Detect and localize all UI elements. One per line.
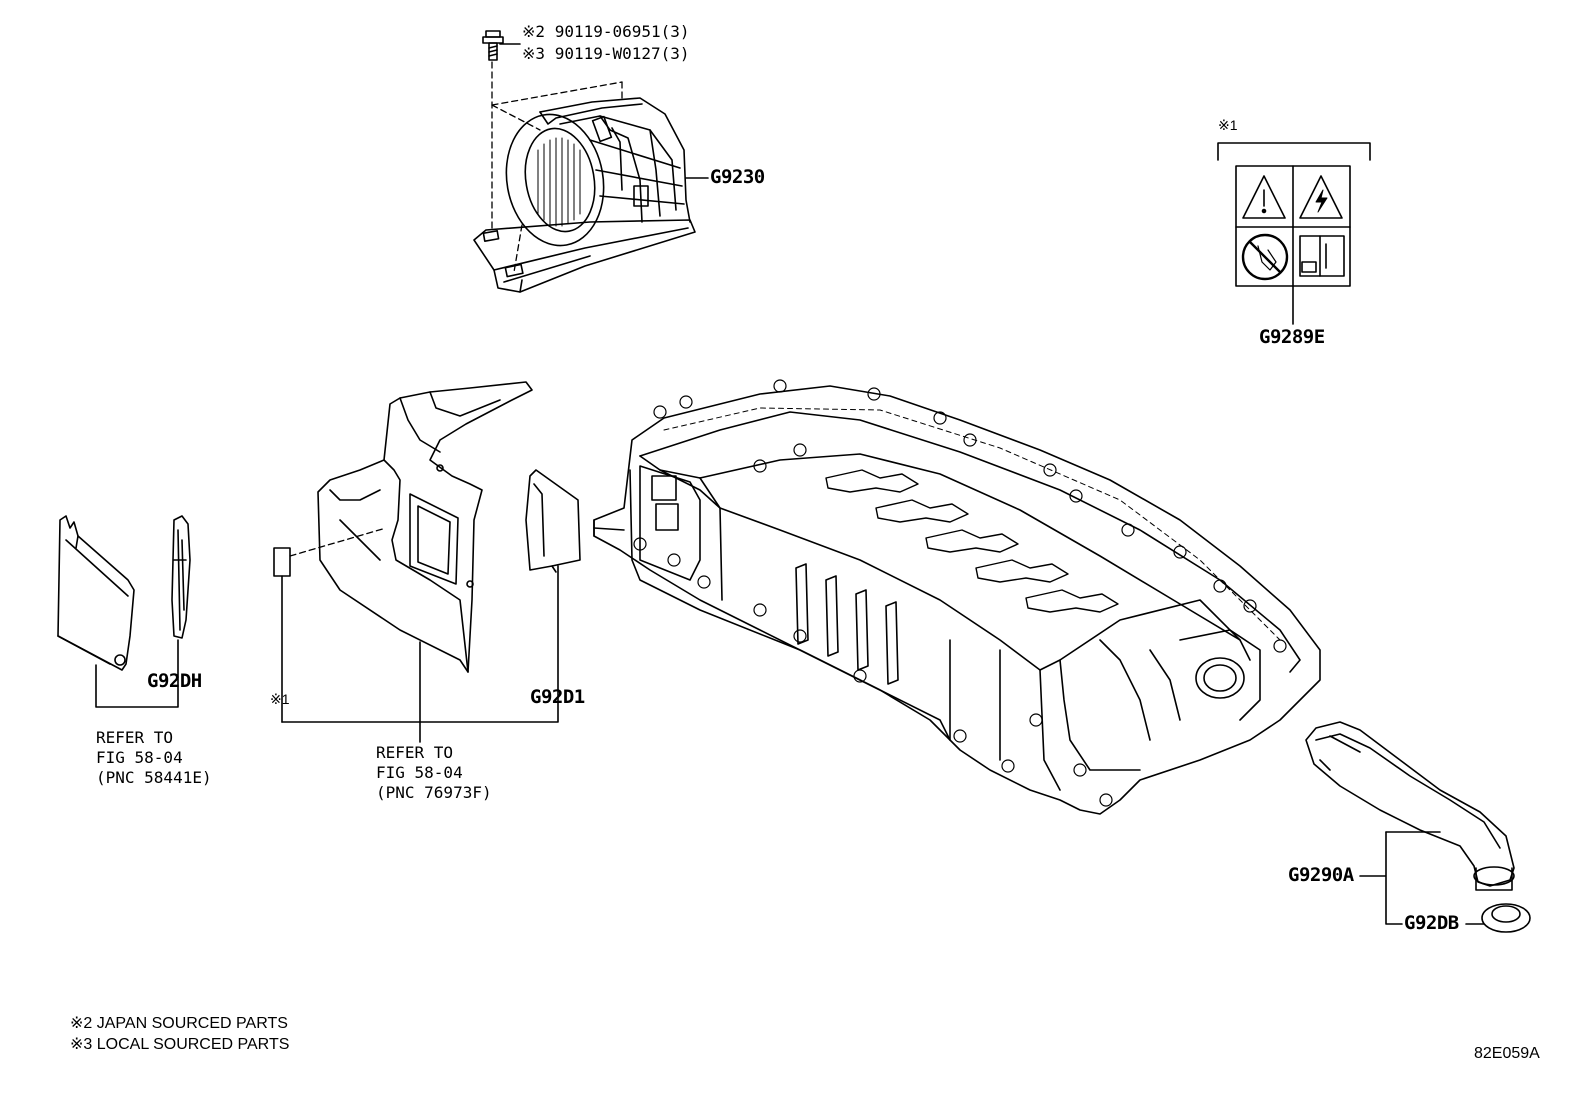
part-label-duct-left[interactable]: G92DH xyxy=(147,670,202,692)
japan-mark: ※2 xyxy=(522,22,546,41)
duct-left-bracket xyxy=(95,639,179,708)
duct-label-dashed xyxy=(289,527,387,557)
duct-panel-right[interactable] xyxy=(525,469,581,573)
part-label-duct-right[interactable]: G92D1 xyxy=(530,686,585,708)
label-bracket xyxy=(1217,142,1371,161)
duct-panel-left[interactable] xyxy=(57,515,135,671)
refer-mid-line1: REFER TO xyxy=(376,743,454,762)
duct-panel-left-narrow[interactable] xyxy=(171,515,191,639)
duct-center[interactable] xyxy=(317,381,533,673)
refer-mid-line2[interactable]: FIG 58-04 xyxy=(376,763,463,782)
duct-group-bracket xyxy=(281,565,559,723)
duct-group-mark: ※1 xyxy=(270,691,290,707)
blower-dashed-leaders xyxy=(491,61,623,273)
air-hose[interactable] xyxy=(1305,721,1515,891)
part-label-hose[interactable]: G9290A xyxy=(1288,864,1354,886)
refer-left-line1: REFER TO xyxy=(96,728,174,747)
refer-note-mid: REFER TO FIG 58-04 (PNC 76973F) xyxy=(376,743,492,803)
bolt-callout-line2: ※3 90119-W0127(3) xyxy=(522,46,690,62)
grommet-icon[interactable] xyxy=(1481,903,1531,933)
caution-label-icon[interactable] xyxy=(1235,165,1351,287)
part-label-grommet[interactable]: G92DB xyxy=(1404,912,1459,934)
blower-fan-assembly[interactable] xyxy=(473,97,696,293)
local-mark: ※3 xyxy=(522,44,546,63)
bolt-callout-line1: ※2 90119-06951(3) xyxy=(522,24,690,40)
hose-bracket xyxy=(1359,831,1403,925)
refer-mid-line3: (PNC 76973F) xyxy=(376,783,492,802)
footnote-japan: ※2 JAPAN SOURCED PARTS xyxy=(70,1015,288,1032)
diagram-id: 82E059A xyxy=(1474,1045,1540,1062)
hybrid-battery-pack[interactable] xyxy=(593,379,1321,815)
bolt-part-number-local[interactable]: 90119-W0127(3) xyxy=(554,44,690,63)
footnote-local: ※3 LOCAL SOURCED PARTS xyxy=(70,1036,290,1053)
label-group-mark: ※1 xyxy=(1218,117,1238,133)
part-label-caution-label[interactable]: G9289E xyxy=(1259,326,1325,348)
duct-small-label-icon[interactable] xyxy=(273,547,291,577)
refer-note-left: REFER TO FIG 58-04 (PNC 58441E) xyxy=(96,728,212,788)
bolt-part-number-japan[interactable]: 90119-06951(3) xyxy=(554,22,690,41)
bolt-icon[interactable] xyxy=(482,30,504,61)
part-label-blower[interactable]: G9230 xyxy=(710,166,765,188)
refer-left-line2[interactable]: FIG 58-04 xyxy=(96,748,183,767)
refer-left-line3: (PNC 58441E) xyxy=(96,768,212,787)
